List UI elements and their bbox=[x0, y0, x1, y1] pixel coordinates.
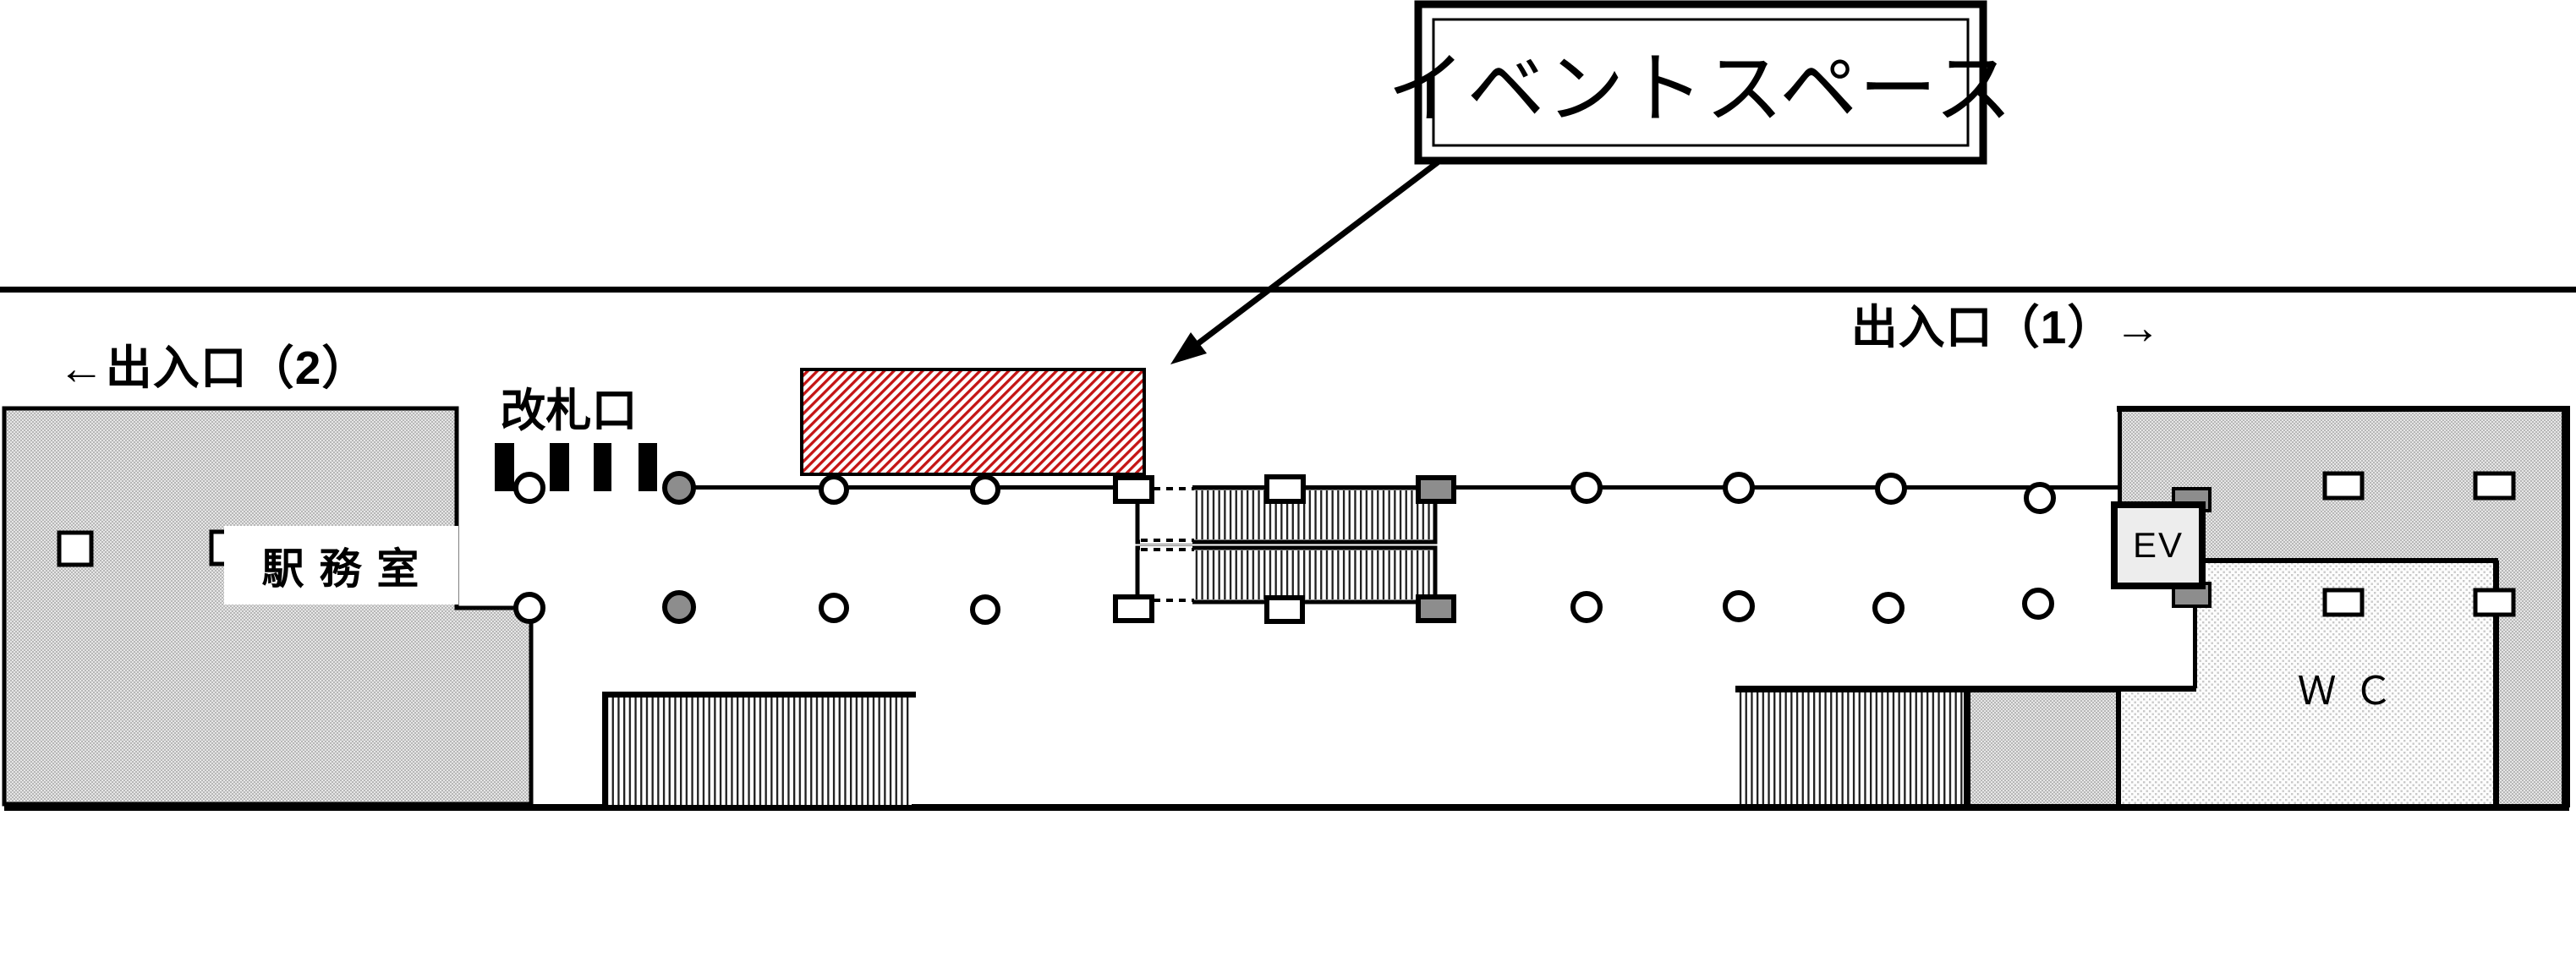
pillar-square-icon bbox=[1264, 474, 1306, 504]
pillar-circle-icon bbox=[513, 472, 545, 504]
top-boundary-line bbox=[0, 287, 2576, 293]
exit2-label: ←出入口（2） bbox=[58, 342, 370, 394]
pillar-circle-icon bbox=[1872, 592, 1905, 624]
pillar-circle-icon bbox=[970, 594, 1000, 625]
station-office-label: 駅 務 室 bbox=[224, 526, 458, 605]
event-space-area bbox=[800, 368, 1146, 476]
callout-box bbox=[1414, 0, 1987, 165]
bottom-boundary-line bbox=[4, 804, 2569, 811]
left-building bbox=[2, 406, 534, 807]
pillar-circle-icon bbox=[1570, 591, 1603, 623]
gray-panel bbox=[1970, 692, 2117, 804]
pillar-circle-gray-icon bbox=[662, 590, 696, 624]
stairs-bottom-left bbox=[602, 692, 916, 805]
wall-opening-icon bbox=[2473, 471, 2516, 501]
pillar-row-lower bbox=[513, 588, 2054, 625]
pillar-circle-icon bbox=[1570, 472, 1603, 504]
wall-opening-icon bbox=[2322, 588, 2365, 617]
pillar-circle-icon bbox=[1723, 590, 1755, 622]
pillar-circle-icon bbox=[819, 593, 849, 623]
pillar-circle-icon bbox=[513, 592, 545, 624]
pillar-circle-icon bbox=[819, 474, 849, 505]
exit1-label: 出入口（1）→ bbox=[1850, 301, 2162, 353]
pillar-square-icon bbox=[1264, 595, 1305, 624]
pillar-square-icon bbox=[1113, 594, 1154, 623]
event-space-callout-label: イベントスペース bbox=[1387, 47, 2014, 133]
pillar-row-upper bbox=[513, 471, 2056, 514]
callout-arrow-icon bbox=[1170, 160, 1440, 364]
stairs-bottom-right bbox=[1735, 686, 2196, 805]
pillar-circle-icon bbox=[2024, 482, 2056, 514]
pillar-circle-icon bbox=[1723, 472, 1755, 504]
ticket-gate-label: 改札口 bbox=[500, 385, 638, 436]
pillar-square-icon bbox=[57, 530, 94, 567]
pillar-square-gray-icon bbox=[1416, 475, 1456, 504]
wc-room bbox=[2121, 563, 2493, 804]
pillar-square-gray-icon bbox=[1416, 594, 1456, 623]
pillar-circle-icon bbox=[1875, 473, 1907, 505]
wall-opening-icon bbox=[2473, 588, 2516, 617]
pillar-circle-icon bbox=[970, 474, 1000, 505]
elevator-box bbox=[2111, 487, 2212, 608]
pillar-circle-gray-icon bbox=[662, 471, 696, 505]
elevator-label: EV bbox=[2132, 525, 2184, 565]
ticket-gate-bars-icon bbox=[495, 443, 657, 491]
toilet-label: Ｗ Ｃ bbox=[2297, 669, 2397, 713]
pillar-circle-icon bbox=[2022, 588, 2054, 620]
central-stairs bbox=[1113, 474, 1456, 624]
wall-opening-icon bbox=[2322, 471, 2365, 501]
pillar-square-icon bbox=[1113, 475, 1154, 504]
